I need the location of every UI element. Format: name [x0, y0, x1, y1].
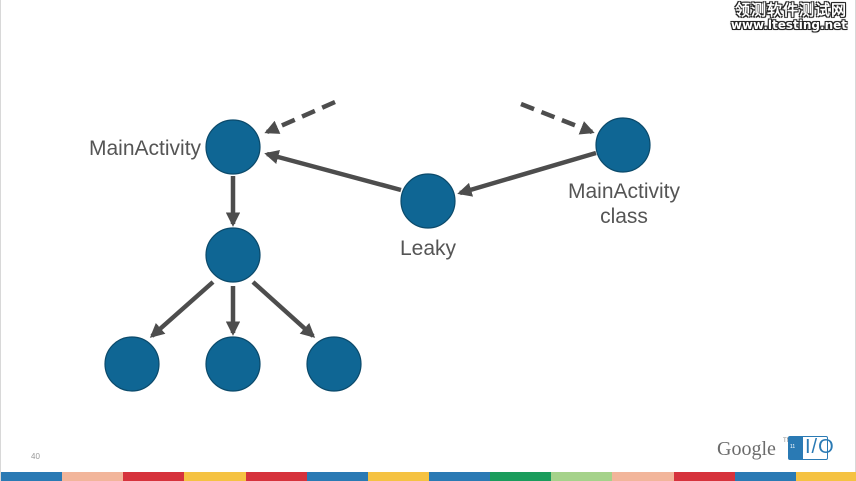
node-main-activity-class [595, 117, 651, 173]
label-main-activity-class-line1: MainActivity [568, 180, 681, 203]
node-child [205, 227, 261, 283]
node-main-activity [205, 119, 261, 175]
io-badge-text: I/O [805, 436, 835, 458]
watermark-url: www.ltesting.net [730, 17, 847, 32]
color-stripe-segment [795, 472, 856, 481]
color-stripe-segment [367, 472, 429, 481]
io-badge-year: 11 [790, 444, 796, 450]
watermark-title: 领测软件测试网 [734, 1, 847, 19]
color-stripe-segment [551, 472, 613, 481]
color-stripe-segment [428, 472, 491, 481]
node-grandchild-3 [306, 336, 362, 392]
color-stripe-segment [245, 472, 307, 481]
color-stripe-segment [673, 472, 735, 481]
color-stripe-segment [1, 472, 63, 481]
node-grandchild-2 [205, 336, 261, 392]
color-stripe-segment [734, 472, 796, 481]
label-main-activity-class-line2: class [600, 205, 648, 228]
label-leaky: Leaky [400, 237, 457, 260]
color-stripe-segment [490, 472, 552, 481]
color-stripe-footer [1, 472, 856, 481]
edge-main-activity-class-to-leaky [457, 150, 597, 197]
edge-leaky-to-main-activity [264, 150, 402, 193]
watermark: 领测软件测试网 www.ltesting.net [730, 1, 847, 32]
edge-child-to-grandchild-3 [251, 280, 316, 338]
edge-unseen-to-main-activity-class [520, 101, 595, 135]
color-stripe-segment [306, 472, 368, 481]
io-badge-fill: 11 [789, 437, 803, 459]
color-stripe-segment [62, 472, 124, 481]
color-stripe-segment [123, 472, 185, 481]
color-stripe-segment [612, 472, 674, 481]
google-wordmark: Google [717, 438, 776, 460]
page-number: 40 [31, 452, 40, 461]
edge-unseen-to-main-activity [264, 99, 336, 135]
io-badge: 11 I/O [788, 436, 834, 460]
node-leaky [400, 173, 456, 229]
label-main-activity: MainActivity [89, 137, 202, 160]
node-grandchild-1 [104, 336, 160, 392]
edge-child-to-grandchild-1 [149, 280, 215, 338]
trademark-mark: TM [783, 438, 792, 444]
color-stripe-segment [184, 472, 246, 481]
